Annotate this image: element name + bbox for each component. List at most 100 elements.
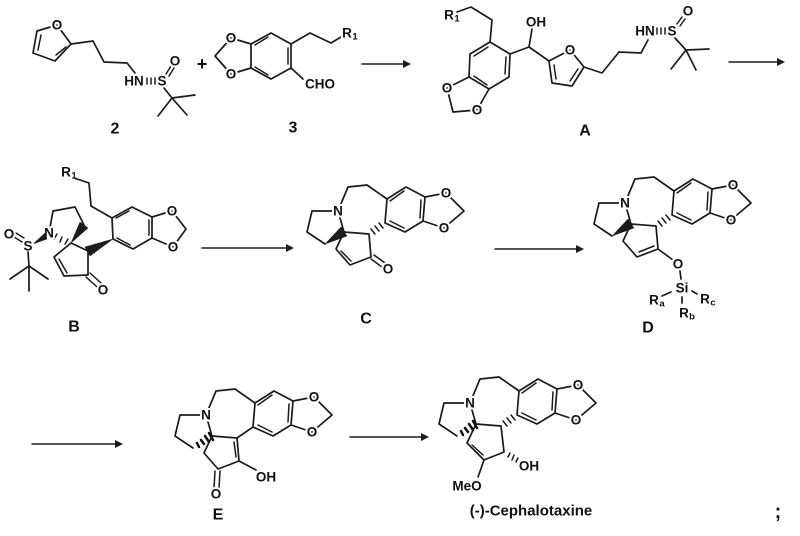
carbinol-bonds: [509, 28, 550, 62]
furan-oxygen-label: O: [565, 43, 576, 58]
aromatic-double-bonds: [521, 382, 554, 421]
furan-ring: [32, 24, 72, 62]
nitrogen-label: N: [333, 204, 343, 219]
reaction-arrow-4: [494, 245, 584, 253]
tert-butyl-group: [9, 251, 49, 292]
benzene-ring: [516, 378, 558, 425]
arrow-head: [403, 60, 411, 68]
azepine-ring: [469, 376, 520, 404]
nitrogen-label: N: [620, 196, 630, 211]
furan-double-bonds: [553, 64, 579, 82]
s-o-double-bond: [13, 232, 25, 243]
aromatic-double-bonds: [254, 36, 289, 76]
dioxole-ring: [446, 76, 490, 113]
silicon-label: Si: [676, 281, 689, 296]
rc-subscript: c: [710, 298, 715, 309]
compound-d-label: D: [642, 320, 654, 337]
dioxole-ring: [214, 37, 252, 75]
sulfinyl-oxygen-label: O: [4, 227, 15, 242]
plus-sign: +: [197, 54, 208, 74]
enone-double-bond: [58, 258, 68, 274]
dioxole-oxygen-top-label: O: [573, 378, 584, 393]
furan-ring: [548, 49, 585, 87]
benzene-ring: [252, 390, 294, 437]
enol-double-bond: [638, 245, 655, 253]
furan-oxygen-label: O: [52, 18, 63, 33]
sulfur-label: S: [667, 24, 676, 39]
sulfinyl-oxygen-label: O: [683, 4, 694, 19]
pyrrolidine-ring: [593, 202, 632, 237]
r1-subscript: 1: [454, 14, 460, 25]
enol-double-bond: [233, 441, 237, 458]
r1-label: R: [342, 26, 352, 41]
ra-subscript: a: [659, 299, 665, 310]
aryl-wedge-bond: [84, 238, 114, 257]
enol-hydroxyl-bond: [238, 460, 257, 471]
dioxole-oxygen-top-label: O: [441, 186, 452, 201]
benzene-ring: [111, 206, 153, 250]
sulfinyl-oxygen-label: O: [170, 54, 181, 69]
compound-e: O O O OH N E: [174, 388, 333, 524]
pyrrolidine-ring: [438, 402, 477, 437]
tert-butyl-group: [670, 37, 710, 71]
compound-a: R 1 O O OH O HN S O A: [440, 2, 710, 140]
rb-subscript: b: [689, 312, 695, 323]
ring-junction-bold-hash-bond: [195, 431, 215, 449]
dioxole-ring: [554, 384, 597, 421]
r1-chain: [73, 177, 113, 219]
pyrrolidine-ring: [48, 206, 85, 234]
pyrrolidine-ring: [174, 414, 213, 449]
ketone-oxygen-label: O: [383, 262, 394, 277]
tert-butyl-group: [157, 87, 196, 117]
cyclopentene-ring: [466, 423, 505, 461]
dioxole-oxygen-bottom-label: O: [439, 221, 450, 236]
s-o-double-bond: [165, 65, 175, 77]
arrow-head: [286, 244, 294, 252]
compound-2-label: 2: [111, 121, 120, 138]
cyclopentenone-ring: [203, 435, 240, 470]
dioxole-oxygen-top-label: O: [728, 178, 739, 193]
furan-double-bonds: [37, 34, 67, 56]
aldehyde-bond: [290, 67, 304, 80]
hydroxyl-label: OH: [256, 470, 276, 485]
r1-label: R: [61, 165, 71, 180]
enol-oxygen-label: O: [673, 257, 684, 272]
aromatic-double-bonds: [257, 394, 290, 433]
dioxole-oxygen-bottom-label: O: [168, 240, 179, 255]
ketone-double-bond: [213, 470, 221, 489]
compound-e-label: E: [213, 507, 224, 524]
benzylic-hash-bond: [370, 222, 384, 235]
dioxole-ring: [290, 396, 333, 433]
nitrogen-label: N: [465, 396, 475, 411]
cyclopentenone-ring: [53, 242, 89, 277]
compound-2: O HN S O 2: [32, 16, 196, 138]
benzylic-hash-bond: [657, 214, 671, 227]
compound-a-label: A: [579, 123, 591, 140]
n-s-hash-bond: [656, 27, 666, 35]
reaction-arrow-3: [201, 244, 294, 252]
ketone-double-bond: [370, 254, 386, 268]
dioxole-oxygen-top-label: O: [309, 390, 320, 405]
rb-label: R: [679, 306, 689, 321]
r1-subscript: 1: [352, 32, 358, 43]
n-s-wedge-bond: [32, 232, 48, 245]
dioxole-oxygen-top-label: O: [167, 204, 178, 219]
benzene-ring: [250, 32, 292, 80]
dioxole-oxygen-bottom-label: O: [307, 425, 318, 440]
final-product-name: (-)-Cephalotaxine: [470, 503, 593, 520]
benzene-ring: [671, 178, 713, 225]
azepine-ring: [205, 388, 256, 439]
dioxole-oxygen-top-label: O: [442, 81, 453, 96]
amine-label: HN: [124, 74, 144, 89]
r1-chain: [290, 32, 342, 45]
compound-b-label: B: [68, 319, 80, 336]
n-s-hash-bond: [146, 77, 156, 85]
arrow-head: [421, 433, 429, 441]
cyclopentenone-ring: [335, 231, 372, 266]
benzene-ring: [384, 186, 426, 233]
dioxole-ring: [151, 210, 187, 248]
r1-chain: [456, 6, 493, 43]
azepine-ring: [337, 184, 388, 212]
enone-double-bond: [340, 250, 352, 262]
ketone-double-bond: [85, 272, 102, 288]
